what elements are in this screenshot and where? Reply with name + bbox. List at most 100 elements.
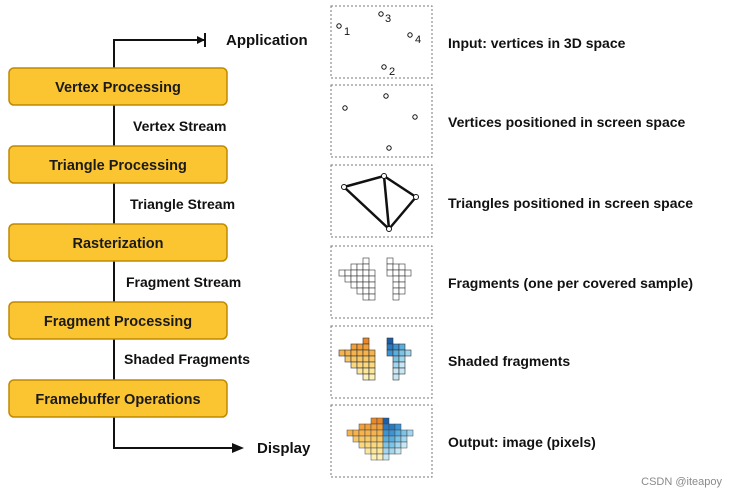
fragment (356, 355, 364, 363)
stream-label-triangle: Triangle Stream (130, 196, 235, 212)
fragment (344, 275, 352, 283)
fragment (398, 343, 406, 351)
pixel (346, 429, 354, 437)
fragment (350, 275, 358, 283)
pixel (376, 453, 384, 461)
stage-framebuffer-operations: Framebuffer Operations (8, 379, 228, 418)
fragment (392, 263, 400, 271)
stage-label: Vertex Processing (55, 80, 181, 96)
fragment (356, 269, 364, 277)
pixel (352, 435, 360, 443)
pixel (400, 441, 408, 449)
fragment (386, 263, 394, 271)
fragment (392, 281, 400, 289)
desc-output-image: Output: image (pixels) (448, 434, 596, 450)
fragment (398, 349, 406, 357)
fragment (386, 343, 394, 351)
fragment (356, 361, 364, 369)
fragment (368, 269, 376, 277)
fragment (362, 287, 370, 295)
panel-screen-vertices (330, 84, 433, 158)
panel-fragments (330, 245, 433, 319)
fragment (356, 281, 364, 289)
stage-rasterization: Rasterization (8, 223, 228, 262)
fragment (350, 281, 358, 289)
pixel (400, 429, 408, 437)
pixel (382, 441, 390, 449)
fragment (362, 373, 370, 381)
fragment (392, 293, 400, 301)
fragment (350, 361, 358, 369)
fragment (368, 275, 376, 283)
fragment (368, 287, 376, 295)
fragment (392, 355, 400, 363)
fragment (350, 269, 358, 277)
fragment (362, 293, 370, 301)
stage-fragment-processing: Fragment Processing (8, 301, 228, 340)
fragment (398, 281, 406, 289)
fragment (398, 361, 406, 369)
fragment (362, 269, 370, 277)
vertex-number: 2 (389, 66, 395, 78)
desc-fragments: Fragments (one per covered sample) (448, 275, 693, 291)
fragment (356, 367, 364, 375)
vertex-number: 3 (385, 13, 391, 25)
fragment (362, 257, 370, 265)
fragment (386, 257, 394, 265)
fragment (398, 355, 406, 363)
pixel (376, 441, 384, 449)
fragment (356, 343, 364, 351)
fragment (392, 275, 400, 283)
fragment (344, 349, 352, 357)
pixel (370, 429, 378, 437)
panel-shaded-fragments (330, 325, 433, 399)
fragment (350, 263, 358, 271)
stream-label-shaded: Shaded Fragments (124, 351, 250, 367)
fragment (398, 287, 406, 295)
panel-input-vertices: 1 3 4 2 (330, 5, 433, 79)
pixel (400, 435, 408, 443)
application-label: Application (226, 32, 308, 49)
pixel (388, 423, 396, 431)
pixel (388, 435, 396, 443)
fragment (368, 367, 376, 375)
vertex-number: 4 (415, 34, 421, 46)
stream-label-fragment: Fragment Stream (126, 274, 241, 290)
fragment-grid (338, 257, 412, 301)
fragment (368, 349, 376, 357)
desc-screen-triangles: Triangles positioned in screen space (448, 195, 693, 211)
pixel (382, 435, 390, 443)
pixel (364, 429, 372, 437)
vertex-number: 1 (344, 26, 350, 38)
fragment (362, 367, 370, 375)
pixel (358, 435, 366, 443)
desc-input-vertices: Input: vertices in 3D space (448, 35, 626, 51)
pixel (376, 435, 384, 443)
fragment (362, 281, 370, 289)
fragment (362, 355, 370, 363)
fragment (392, 349, 400, 357)
fragment (350, 349, 358, 357)
pixel (364, 447, 372, 455)
fragment (356, 287, 364, 295)
pixel (370, 435, 378, 443)
desc-screen-vertices: Vertices positioned in screen space (448, 114, 686, 130)
pixel (370, 423, 378, 431)
pixel (394, 435, 402, 443)
pixel (394, 441, 402, 449)
stage-label: Triangle Processing (49, 158, 187, 174)
fragment (368, 281, 376, 289)
fragment (368, 293, 376, 301)
fragment (392, 373, 400, 381)
pixel (394, 423, 402, 431)
pixel (370, 441, 378, 449)
fragment (338, 349, 346, 357)
fragment (338, 269, 346, 277)
pixel (382, 447, 390, 455)
pixel (382, 423, 390, 431)
pixel (388, 447, 396, 455)
fragment (368, 373, 376, 381)
pixel (370, 447, 378, 455)
pixel (358, 429, 366, 437)
